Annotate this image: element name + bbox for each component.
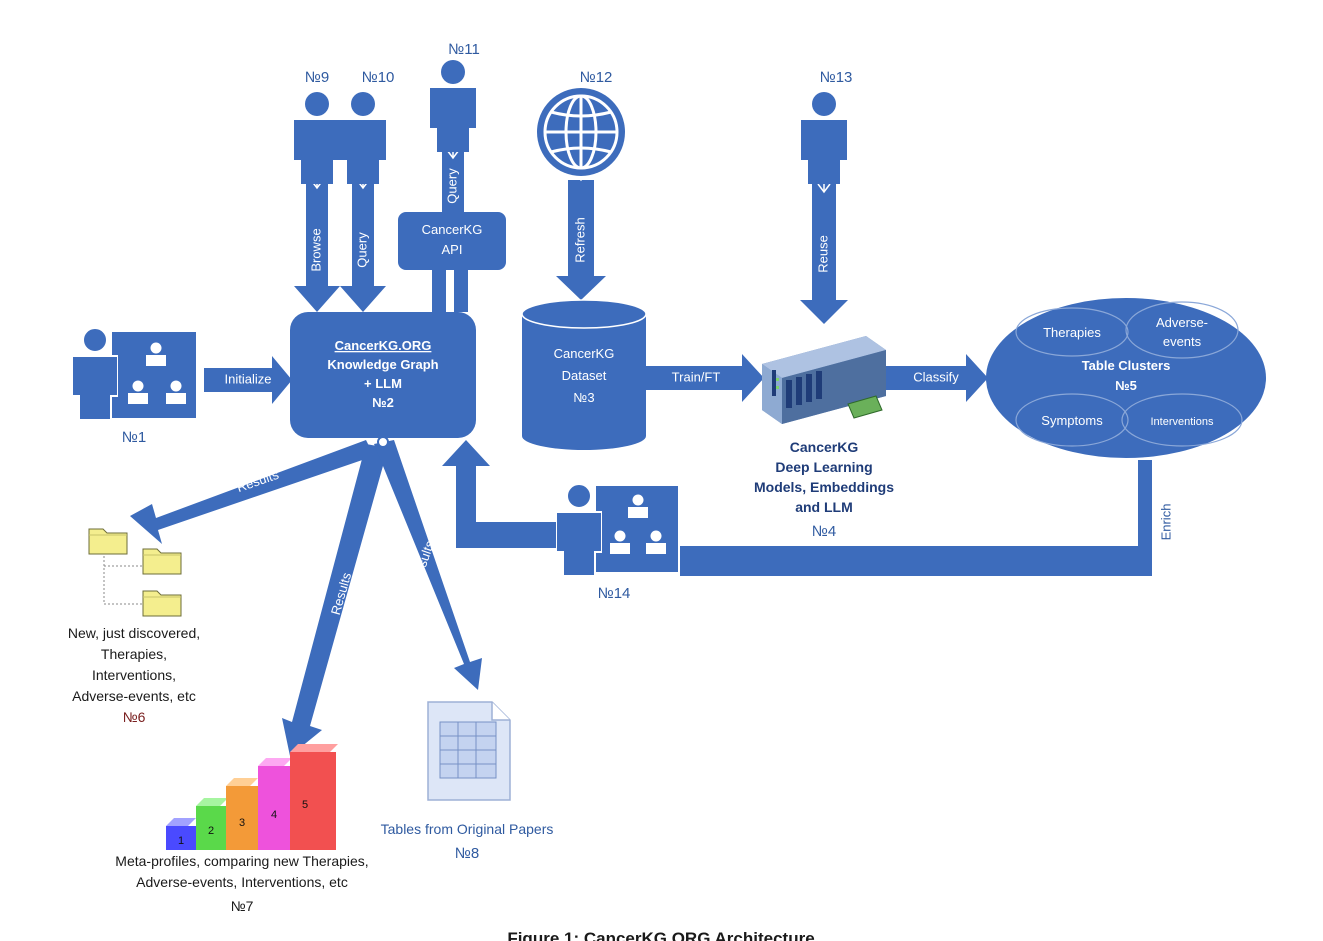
query-api-label: Query: [444, 168, 459, 204]
user-icon-13: [801, 92, 847, 184]
actor-10-label: №10: [362, 69, 395, 86]
dataset-cylinder: [521, 299, 647, 450]
query-label: Query: [354, 232, 369, 268]
tables-num: №8: [455, 845, 479, 862]
refresh-label: Refresh: [572, 217, 587, 263]
clusters-num: №5: [1115, 378, 1137, 393]
browse-arrow: [294, 160, 340, 312]
bar-label-3: 3: [239, 817, 245, 829]
clusters-title: Table Clusters: [1082, 358, 1171, 373]
cluster-therapies: Therapies: [1043, 325, 1101, 340]
cluster-symptoms: Symptoms: [1041, 413, 1103, 428]
kg-line2: Knowledge Graph: [327, 357, 438, 372]
folder-icon: [142, 548, 182, 575]
enrich-label: Enrich: [1158, 504, 1173, 541]
dataset-num: №3: [573, 390, 594, 405]
enrich-arrow: [680, 460, 1152, 576]
bar-label-1: 1: [178, 835, 184, 847]
initialize-arrow: [204, 356, 292, 404]
tables-label: Tables from Original Papers: [381, 821, 554, 837]
cluster-events: events: [1163, 334, 1202, 349]
dataset-line2: Dataset: [562, 368, 607, 383]
discovered-line3: Interventions,: [92, 667, 176, 683]
models-line2: Deep Learning: [775, 459, 872, 475]
actor-12-label: №12: [580, 69, 613, 86]
api-box: [398, 212, 506, 270]
discovered-num: №6: [123, 709, 146, 725]
arrows: [130, 150, 1152, 756]
user-icon-11: [430, 60, 476, 152]
discovered-line1: New, just discovered,: [68, 625, 200, 641]
discovered-line2: Therapies,: [101, 646, 167, 662]
meta-profile-bars: [166, 744, 338, 850]
feedback-arrow: [442, 440, 556, 548]
api-line2: API: [442, 242, 463, 257]
folder-tree: [88, 528, 182, 617]
bar-label-5: 5: [302, 799, 308, 811]
bar-label-4: 4: [271, 809, 277, 821]
meta-line2: Adverse-events, Interventions, etc: [136, 874, 348, 890]
table-document-icon: [427, 701, 511, 801]
folder-icon: [88, 528, 128, 555]
api-line1: CancerKG: [422, 222, 483, 237]
kg-num: №2: [372, 395, 394, 410]
cluster-adverse: Adverse-: [1156, 315, 1208, 330]
results-folders-arrow: [130, 440, 374, 544]
user-icon-10: [340, 92, 386, 184]
actor-9-label: №9: [305, 69, 329, 86]
models-num: №4: [812, 523, 836, 540]
classify-arrow: [886, 354, 988, 402]
kg-line3: + LLM: [364, 376, 402, 391]
globe-icon: [537, 88, 625, 176]
meta-num: №7: [231, 898, 254, 914]
reuse-arrow: [800, 162, 848, 324]
models-line4: and LLM: [795, 499, 853, 515]
knowledge-graph-box: [290, 312, 476, 438]
folder-icon: [142, 590, 182, 617]
discovered-line4: Adverse-events, etc: [72, 688, 196, 704]
group-icon-1: [72, 328, 196, 420]
group-icon-14: [556, 484, 678, 576]
initialize-label: Initialize: [225, 371, 272, 386]
classify-label: Classify: [913, 369, 959, 384]
results-meta-arrow: [282, 444, 388, 756]
browse-label: Browse: [308, 228, 323, 271]
query-api-arrow: [442, 150, 464, 215]
kg-title: CancerKG.ORG: [335, 338, 432, 353]
user-icon-9: [294, 92, 340, 184]
actor-14-label: №14: [598, 585, 631, 602]
meta-line1: Meta-profiles, comparing new Therapies,: [115, 853, 368, 869]
bar-label-2: 2: [208, 825, 214, 837]
models-line3: Models, Embeddings: [754, 479, 894, 495]
results-tables-arrow: [374, 440, 482, 690]
dataset-line1: CancerKG: [554, 346, 615, 361]
cluster-interventions: Interventions: [1151, 416, 1214, 428]
train-label: Train/FT: [672, 369, 721, 384]
query-arrow: [340, 160, 386, 312]
models-line1: CancerKG: [790, 439, 859, 455]
server-icon: [762, 336, 886, 424]
refresh-arrow: [556, 180, 606, 300]
figure-caption: Figure 1: CancerKG.ORG Architecture: [507, 929, 814, 941]
actor-13-label: №13: [820, 69, 853, 86]
train-arrow: [646, 354, 764, 402]
actor-11-label: №11: [448, 41, 480, 58]
actor-1-label: №1: [122, 429, 146, 446]
table-clusters: [986, 298, 1266, 458]
reuse-label: Reuse: [815, 235, 830, 273]
